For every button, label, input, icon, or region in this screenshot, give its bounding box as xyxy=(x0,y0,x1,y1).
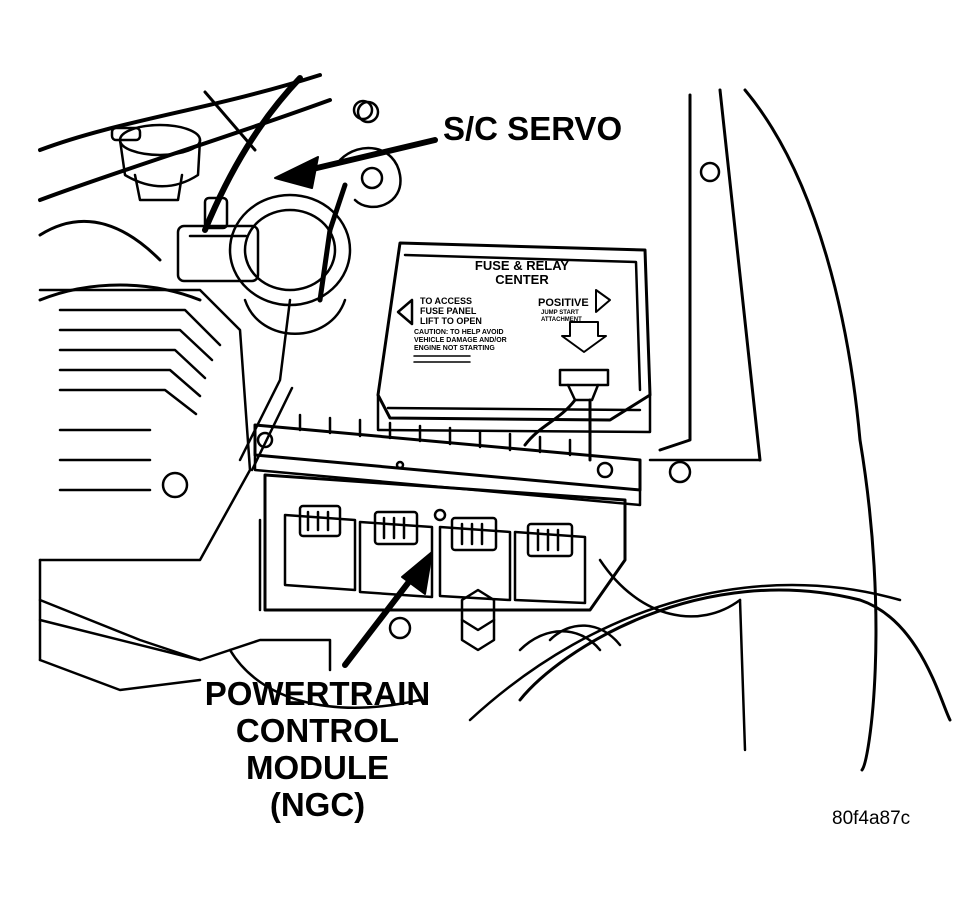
pcm-connector-3 xyxy=(438,516,512,602)
powertrain-control-module xyxy=(263,473,627,612)
jump-start-2: ATTACHMENT xyxy=(541,317,582,323)
pcm-connector-2 xyxy=(358,510,434,599)
pcm-connector-4 xyxy=(513,522,587,605)
figure-id: 80f4a87c xyxy=(832,808,911,829)
pcm-label-line-1: POWERTRAIN xyxy=(204,675,431,712)
caution-2: VEHICLE DAMAGE AND/OR xyxy=(414,337,507,344)
pcm-label-line-2: CONTROL xyxy=(235,712,400,749)
fuse-box-title-1: FUSE & RELAY xyxy=(475,258,569,273)
pcm-leader-arrow xyxy=(342,551,433,668)
pcm-connector-1 xyxy=(283,504,357,592)
air-cleaner-housing xyxy=(38,288,252,662)
caution-1: CAUTION: TO HELP AVOID xyxy=(414,329,504,336)
upper-hoses xyxy=(38,73,332,302)
fuse-access-2: FUSE PANEL xyxy=(420,306,477,316)
caution-3: ENGINE NOT STARTING xyxy=(414,345,495,352)
pcm-label-line-3: MODULE xyxy=(246,749,389,786)
pcm-mounting-rail xyxy=(253,413,642,507)
servo-leader-arrow xyxy=(274,137,438,189)
fuse-box-title-2: CENTER xyxy=(495,272,549,287)
hex-bolts xyxy=(352,99,721,652)
reservoir-cap xyxy=(110,123,202,202)
fuse-access-3: LIFT TO OPEN xyxy=(420,316,482,326)
fuse-access-1: TO ACCESS xyxy=(420,296,472,306)
servo-callout-label: S/C SERVO xyxy=(443,110,623,147)
pcm-callout-label: POWERTRAIN CONTROL MODULE (NGC) xyxy=(180,675,455,823)
jump-start-1: JUMP START xyxy=(541,310,579,316)
pcm-label-line-4: (NGC) xyxy=(269,786,366,823)
positive-label: POSITIVE xyxy=(538,297,589,309)
fuse-relay-center: FUSE & RELAY CENTER TO ACCESS FUSE PANEL… xyxy=(376,241,652,462)
lower-engine-lines xyxy=(38,518,422,709)
cap-with-connector xyxy=(176,196,260,283)
fender-and-wheel-well xyxy=(468,88,952,772)
